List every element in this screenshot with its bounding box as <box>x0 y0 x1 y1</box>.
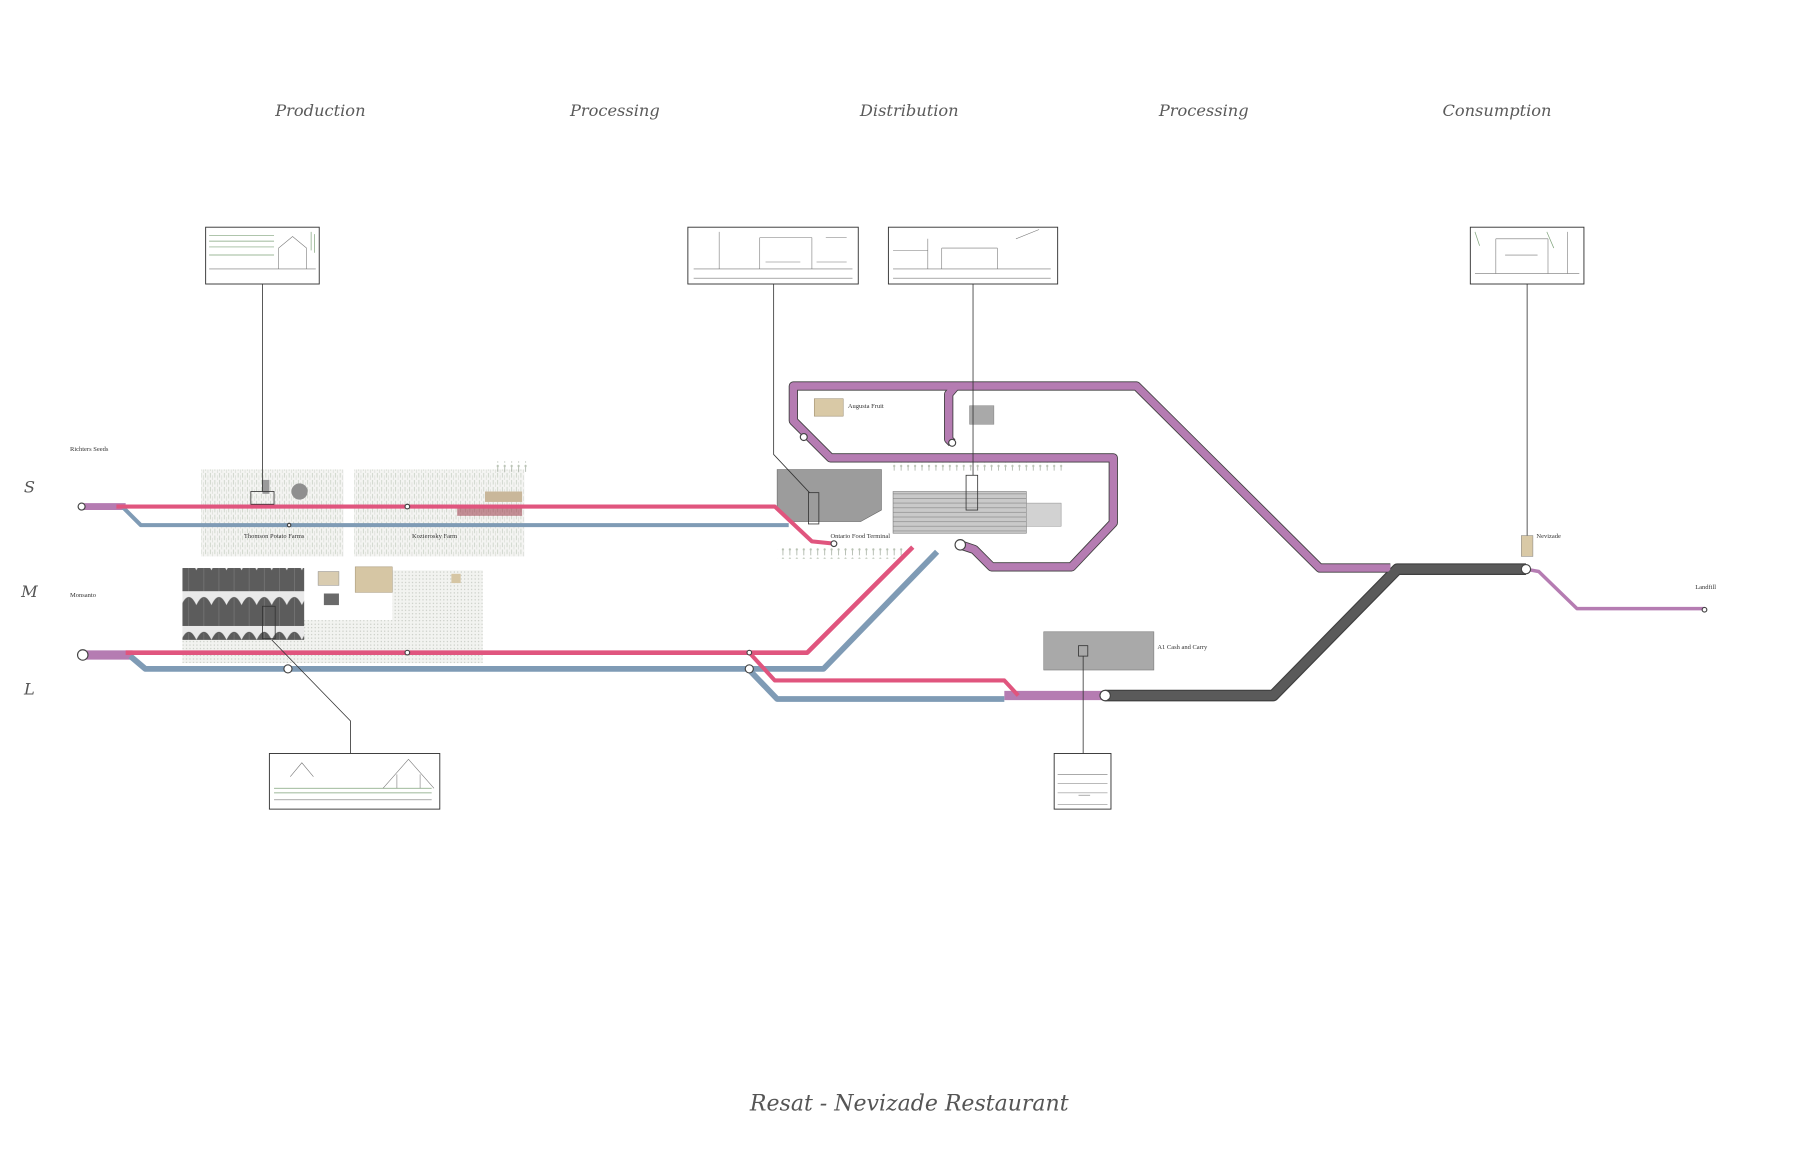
stage-header-production: Production <box>274 101 365 120</box>
focus-square-distribution <box>965 474 979 511</box>
farm-tree <box>291 483 308 500</box>
station-node <box>948 438 957 447</box>
scale-label-m: M <box>20 582 38 601</box>
farm-silo <box>262 479 270 494</box>
focus-square-monsanto <box>262 605 276 640</box>
station-node <box>404 503 411 510</box>
node-label-nevizade: Nevizade <box>1536 533 1561 540</box>
farm-building-dark <box>323 593 339 606</box>
terminal-tree-row-top <box>890 459 1065 471</box>
kozierosky-shed <box>457 505 523 516</box>
thumbnail-monsanto <box>268 753 441 810</box>
leader-monsanto <box>271 639 351 754</box>
terminal-tree-row <box>777 547 905 559</box>
node-label-a1-cash-and-carry: A1 Cash and Carry <box>1157 644 1208 651</box>
thomson-field <box>201 469 344 557</box>
tree-row <box>493 461 528 473</box>
terminal-annex <box>1026 502 1062 527</box>
greenhouse-block <box>182 568 305 640</box>
station-node <box>954 539 967 551</box>
stations <box>76 432 1708 702</box>
stage-header-processing-2: Processing <box>1158 101 1249 120</box>
stage-header-consumption: Consumption <box>1442 101 1551 120</box>
scale-label-l: L <box>23 679 35 698</box>
a1-cash-and-carry-building <box>1043 631 1155 671</box>
thumbnail-a1 <box>1053 753 1112 810</box>
farm-building-tiny <box>451 573 461 584</box>
node-label-thomson-potato-farms: Thomson Potato Farms <box>244 533 305 540</box>
stage-header-distribution: Distribution <box>859 101 959 120</box>
terminal-warehouse <box>892 491 1027 534</box>
node-label-augusta-fruit: Augusta Fruit <box>848 403 884 410</box>
route-blue-l-main <box>128 549 940 672</box>
diagram-title: Resat - Nevizade Restaurant <box>749 1092 1069 1117</box>
stage-header-processing-1: Processing <box>569 101 660 120</box>
scale-label-s: S <box>24 478 35 497</box>
terminal-buildings <box>776 398 1534 671</box>
terminal-main-building <box>776 469 882 522</box>
nevizade-building <box>1521 535 1534 557</box>
thumbnail-distribution <box>887 226 1059 285</box>
station-node <box>404 649 411 656</box>
node-label-ontario-food-terminal: Ontario Food Terminal <box>830 533 890 540</box>
route-grey-consumption <box>1105 564 1526 701</box>
source-label-richters-seeds: Richters Seeds <box>70 446 109 453</box>
station-node <box>746 649 753 656</box>
node-label-landfill: Landfill <box>1695 584 1716 591</box>
leaders <box>250 284 1528 754</box>
source-label-monsanto: Monsanto <box>70 592 96 599</box>
leader-processing <box>773 284 810 493</box>
routes <box>81 382 1705 702</box>
augusta-fruit-building <box>813 398 844 417</box>
node-label-kozierosky-farm: Kozierosky Farm <box>412 533 457 540</box>
thumbnail-production <box>205 226 320 285</box>
route-blue-s <box>121 506 789 528</box>
farm-building-small <box>317 571 340 586</box>
station-node <box>799 432 808 442</box>
station-node <box>1520 563 1532 575</box>
station-node <box>77 502 86 511</box>
station-node <box>1701 606 1708 613</box>
thumbnail-processing <box>687 226 859 285</box>
distribution-small-building <box>969 405 995 425</box>
farm-building-beige <box>354 566 393 593</box>
focus-square-production <box>250 491 275 505</box>
station-node <box>1099 689 1111 702</box>
focus-square-processing <box>808 492 820 525</box>
route-purple-distribution-loop <box>789 382 1391 572</box>
route-purple-inner-branch <box>944 383 959 446</box>
farm-fields <box>182 461 528 664</box>
kozierosky-bins <box>485 491 523 502</box>
route-purple-landfill <box>1525 567 1705 611</box>
station-node <box>830 540 838 548</box>
route-pink-s <box>116 504 835 546</box>
station-node <box>76 649 89 661</box>
route-pink-l-branch <box>747 651 1020 697</box>
focus-square-a1 <box>1078 645 1089 657</box>
station-node <box>744 664 754 674</box>
station-node <box>283 664 293 674</box>
thumbnail-consumption <box>1469 226 1585 285</box>
route-blue-l-branch <box>747 668 1005 702</box>
station-node <box>286 522 292 528</box>
route-pink-l-main <box>125 545 915 655</box>
